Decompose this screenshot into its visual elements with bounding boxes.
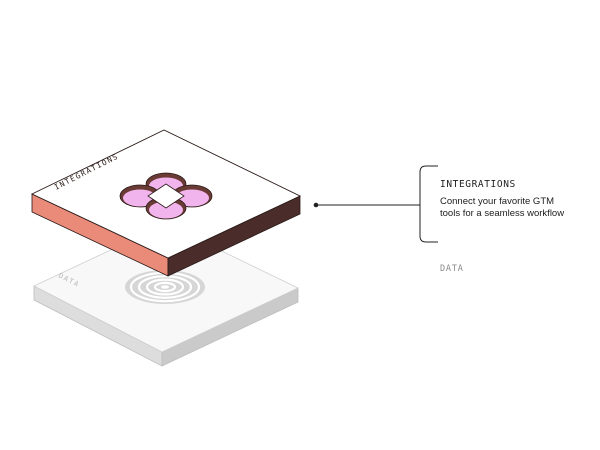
data-layer-caption[interactable]: DATA bbox=[440, 264, 464, 274]
callout-title: INTEGRATIONS bbox=[440, 179, 516, 190]
integrations-flower-icon bbox=[119, 172, 213, 220]
integrations-callout bbox=[313, 165, 438, 243]
data-layer[interactable]: DATA bbox=[33, 223, 299, 367]
data-rings-icon bbox=[125, 270, 205, 304]
callout-description: Connect your favorite GTM tools for a se… bbox=[440, 196, 565, 219]
callout-bracket bbox=[419, 165, 438, 243]
integrations-layer[interactable]: INTEGRATIONS bbox=[30, 129, 302, 277]
